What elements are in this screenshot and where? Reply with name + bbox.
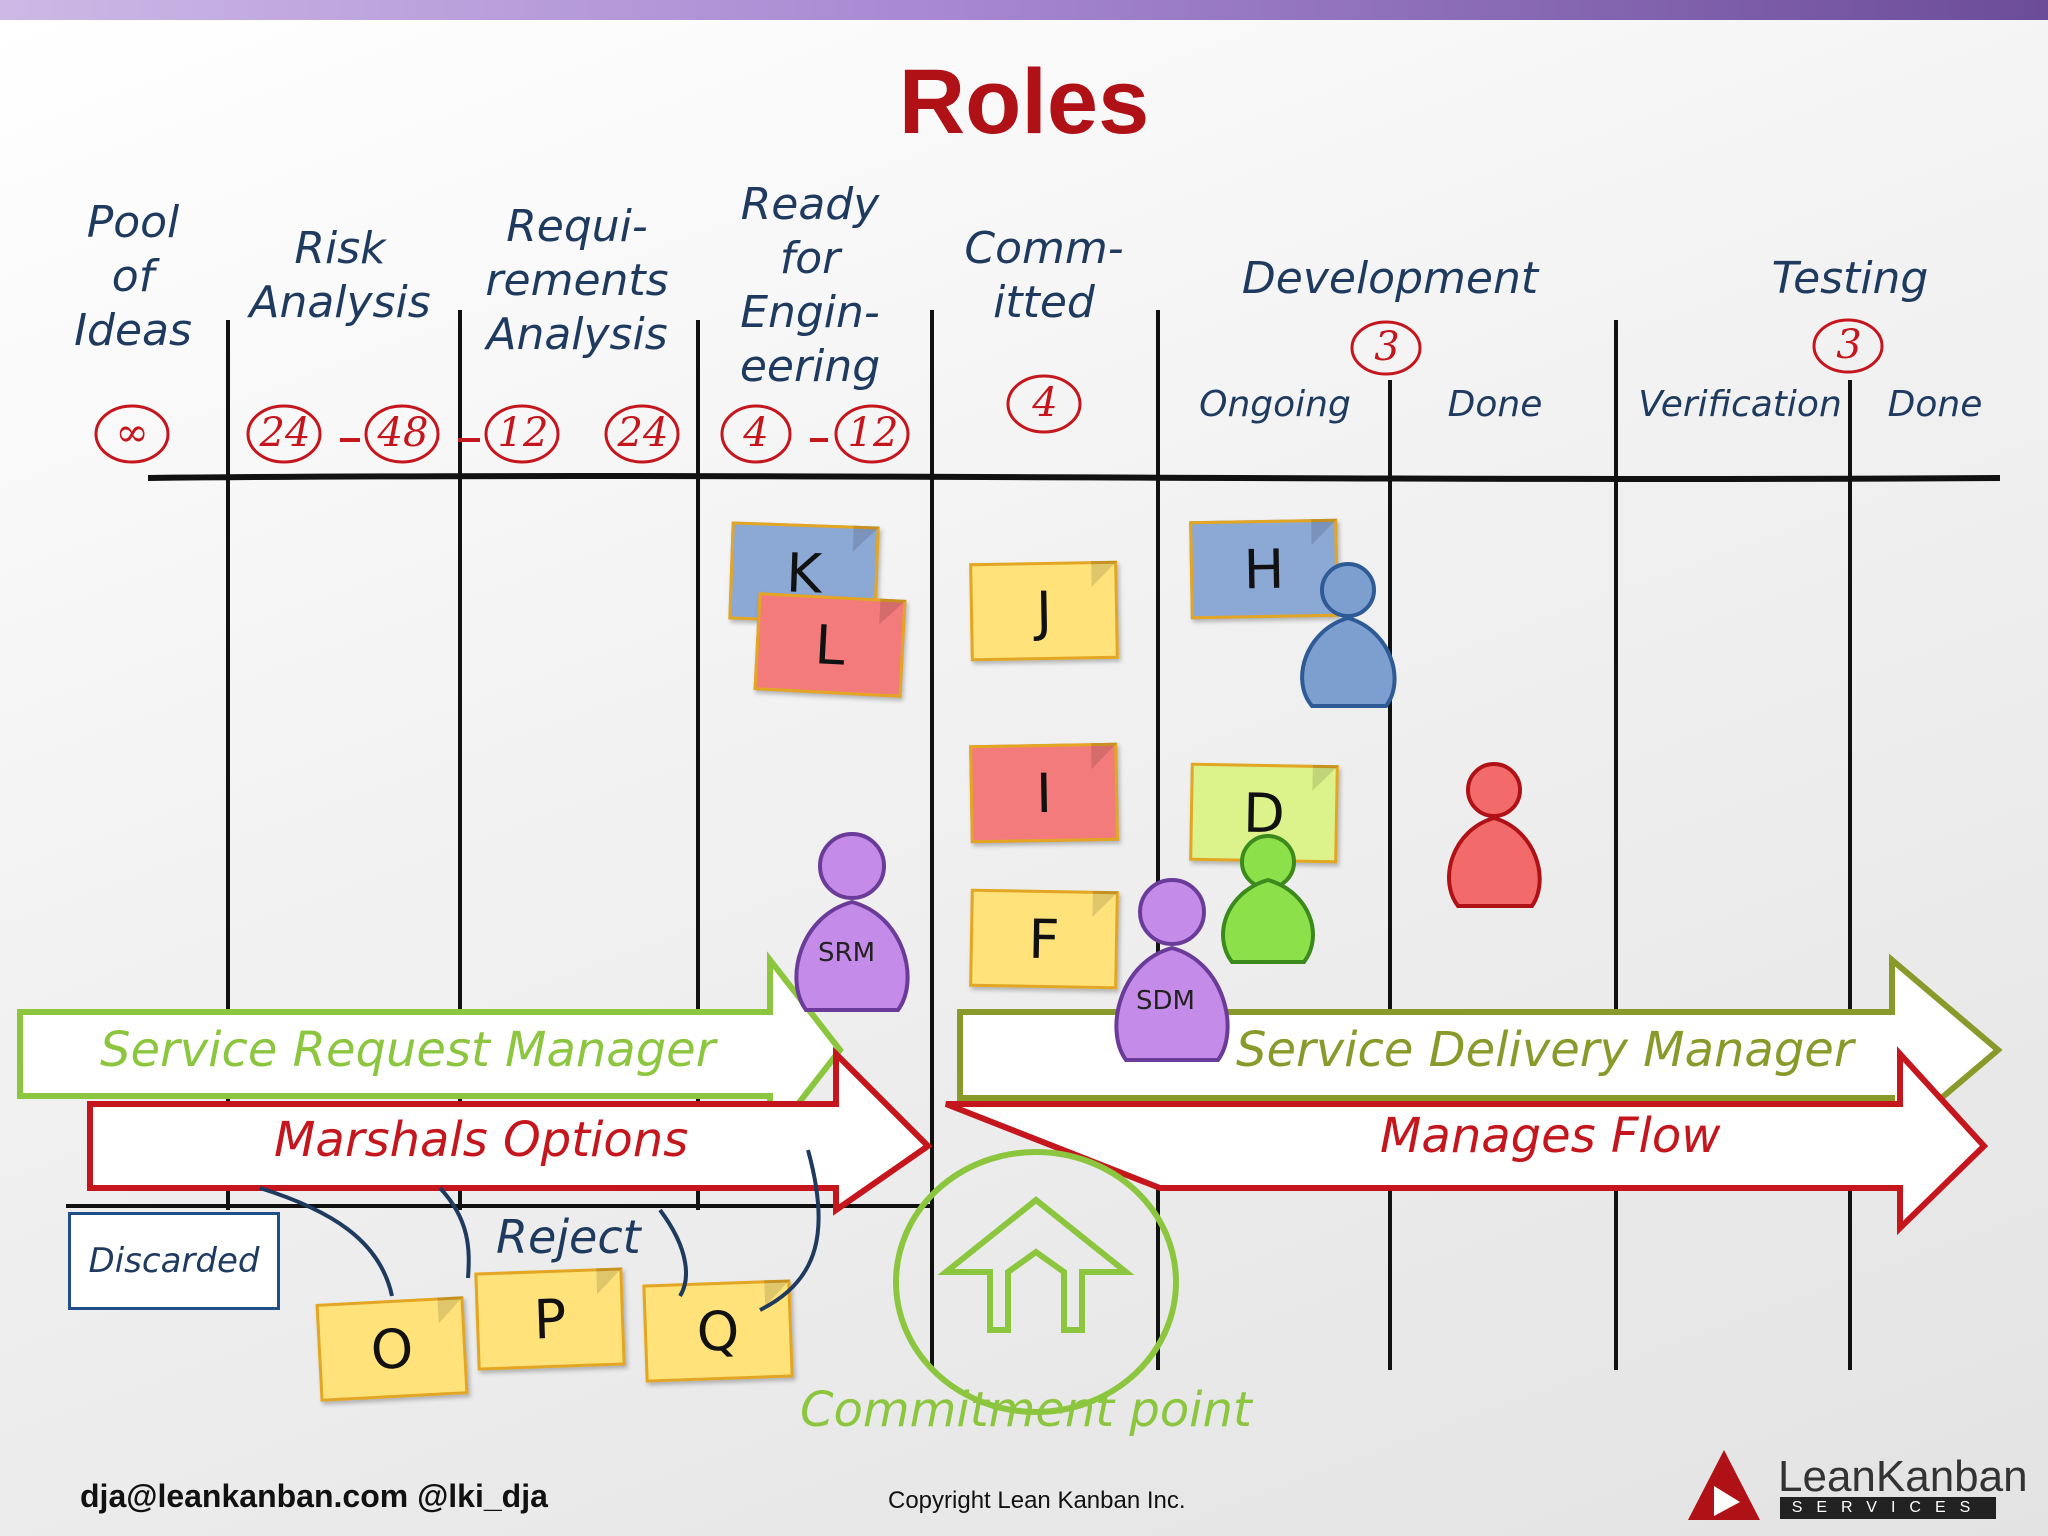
srm-arrow: [17, 951, 844, 1149]
red-pawn: [1447, 762, 1542, 908]
srm-pawn-label: SRM: [818, 938, 876, 968]
wip-req-max: 24: [617, 410, 669, 456]
subheader-test-done: Done: [1887, 384, 1983, 425]
column-header-req: Requi- rements Analysis: [485, 201, 669, 360]
commitment-up-arrow: [937, 1196, 1135, 1333]
column-header-ready: Ready for Engin- eering: [739, 179, 881, 392]
flow-arrow: [944, 1046, 1989, 1236]
wip-development: 3: [1374, 324, 1400, 370]
marshals-arrow-label: Marshals Options: [274, 1112, 689, 1168]
wip-testing: 3: [1836, 322, 1862, 368]
sdm-pawn: [1114, 878, 1230, 1062]
logo-text: LeanKanban: [1778, 1452, 2028, 1501]
sdm-pawn-label: SDM: [1136, 986, 1195, 1016]
reject-label: Reject: [496, 1210, 641, 1264]
green-pawn: [1221, 834, 1315, 964]
column-header-committed: Comm- itted: [964, 223, 1124, 328]
logo-subtext: SERVICES: [1780, 1497, 1996, 1519]
commitment-point-label: Commitment point: [800, 1382, 1252, 1438]
wip-risk-max: 48: [377, 410, 429, 456]
discarded-box: Discarded: [68, 1212, 280, 1310]
wip-req-min: 12: [497, 410, 549, 456]
top-accent-bar: [0, 0, 2048, 20]
column-header-development: Development: [1241, 253, 1539, 304]
commitment-circle: [893, 1149, 1179, 1415]
subheader-test-verification: Verification: [1638, 384, 1842, 425]
header-divider: [147, 473, 2001, 482]
sdm-arrow: [957, 953, 2003, 1147]
wip-ready-max: 12: [847, 410, 899, 456]
page-title: Roles: [898, 51, 1150, 153]
sdm-arrow-label: Service Delivery Manager: [1236, 1022, 1854, 1078]
wip-committed: 4: [1032, 380, 1058, 426]
footer-copyright: Copyright Lean Kanban Inc.: [888, 1487, 1186, 1514]
wip-risk-min: 24: [259, 410, 311, 456]
column-header-risk: Risk Analysis: [249, 223, 431, 328]
wip-ready-min: 4: [743, 410, 769, 456]
column-header-pool: Pool of Ideas: [74, 197, 192, 356]
column-header-testing: Testing: [1771, 253, 1929, 304]
flow-arrow-label: Manages Flow: [1380, 1108, 1721, 1164]
subheader-dev-done: Done: [1447, 384, 1543, 425]
srm-arrow-label: Service Request Manager: [100, 1022, 716, 1078]
blue-pawn: [1300, 562, 1397, 708]
leankanban-logo-icon: [1688, 1450, 1760, 1520]
srm-pawn: [794, 832, 910, 1012]
wip-pool: ∞: [115, 410, 149, 456]
footer-contact: dja@leankanban.com @lki_dja: [80, 1478, 548, 1514]
subheader-dev-ongoing: Ongoing: [1199, 384, 1351, 425]
marshals-arrow: [87, 1046, 933, 1216]
